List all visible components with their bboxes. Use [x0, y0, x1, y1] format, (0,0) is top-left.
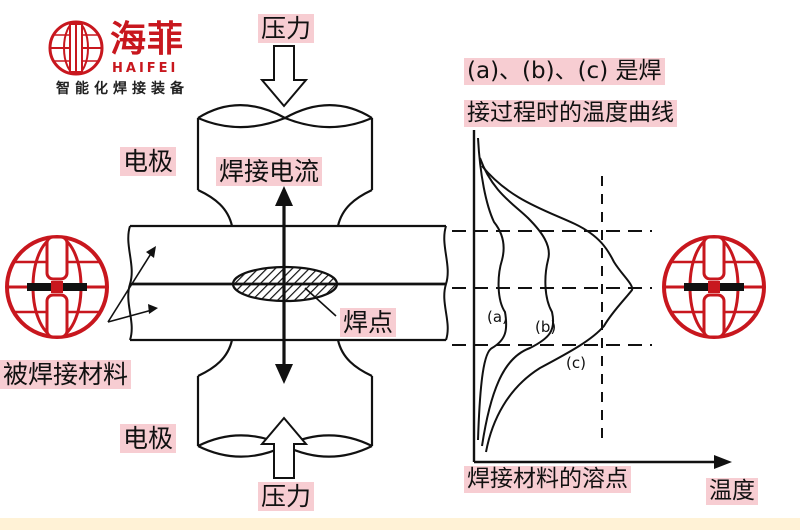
- spot-weld-globe-icon-left: [5, 235, 109, 339]
- curve-c: [481, 165, 634, 453]
- haifei-logo-icon: [48, 20, 104, 76]
- label-electrode-top: 电极: [120, 147, 177, 176]
- pressure-arrow-top: [259, 45, 309, 108]
- logo-name-en: HAIFEI: [112, 61, 179, 76]
- label-pressure-bottom: 压力: [258, 482, 315, 511]
- label-electrode-bottom: 电极: [120, 424, 177, 453]
- label-pressure-top: 压力: [258, 14, 315, 43]
- curve-b: [479, 157, 555, 447]
- label-curve-b: (b): [535, 318, 557, 336]
- label-melting-point: 焊接材料的溶点: [464, 466, 631, 493]
- label-curve-a: (a): [487, 308, 508, 326]
- material-leader-arrows: [107, 246, 158, 323]
- spot-weld-globe-icon-right: [662, 235, 766, 339]
- label-curve-c: (c): [566, 354, 586, 372]
- label-temperature-axis: 温度: [706, 478, 758, 505]
- label-welding-current: 焊接电流: [216, 157, 323, 186]
- label-weld-spot: 焊点: [340, 308, 397, 337]
- bottom-band: [0, 518, 800, 530]
- temperature-axes: [472, 130, 732, 469]
- curve-a: [477, 137, 508, 441]
- weld-spot-leader: [304, 287, 337, 317]
- logo-name-cn: 海菲: [110, 19, 185, 60]
- pressure-arrow-bottom: [259, 416, 309, 479]
- curve-caption-line1: (a)、(b)、(c) 是焊: [464, 58, 665, 85]
- label-welded-material: 被焊接材料: [0, 360, 132, 389]
- current-arrow: [275, 186, 293, 384]
- logo-tagline: 智能化焊接装备: [56, 81, 189, 97]
- electrode-top: [196, 104, 374, 227]
- curve-caption-line2: 接过程时的温度曲线: [464, 100, 677, 127]
- dashed-guide-lines: [452, 230, 652, 346]
